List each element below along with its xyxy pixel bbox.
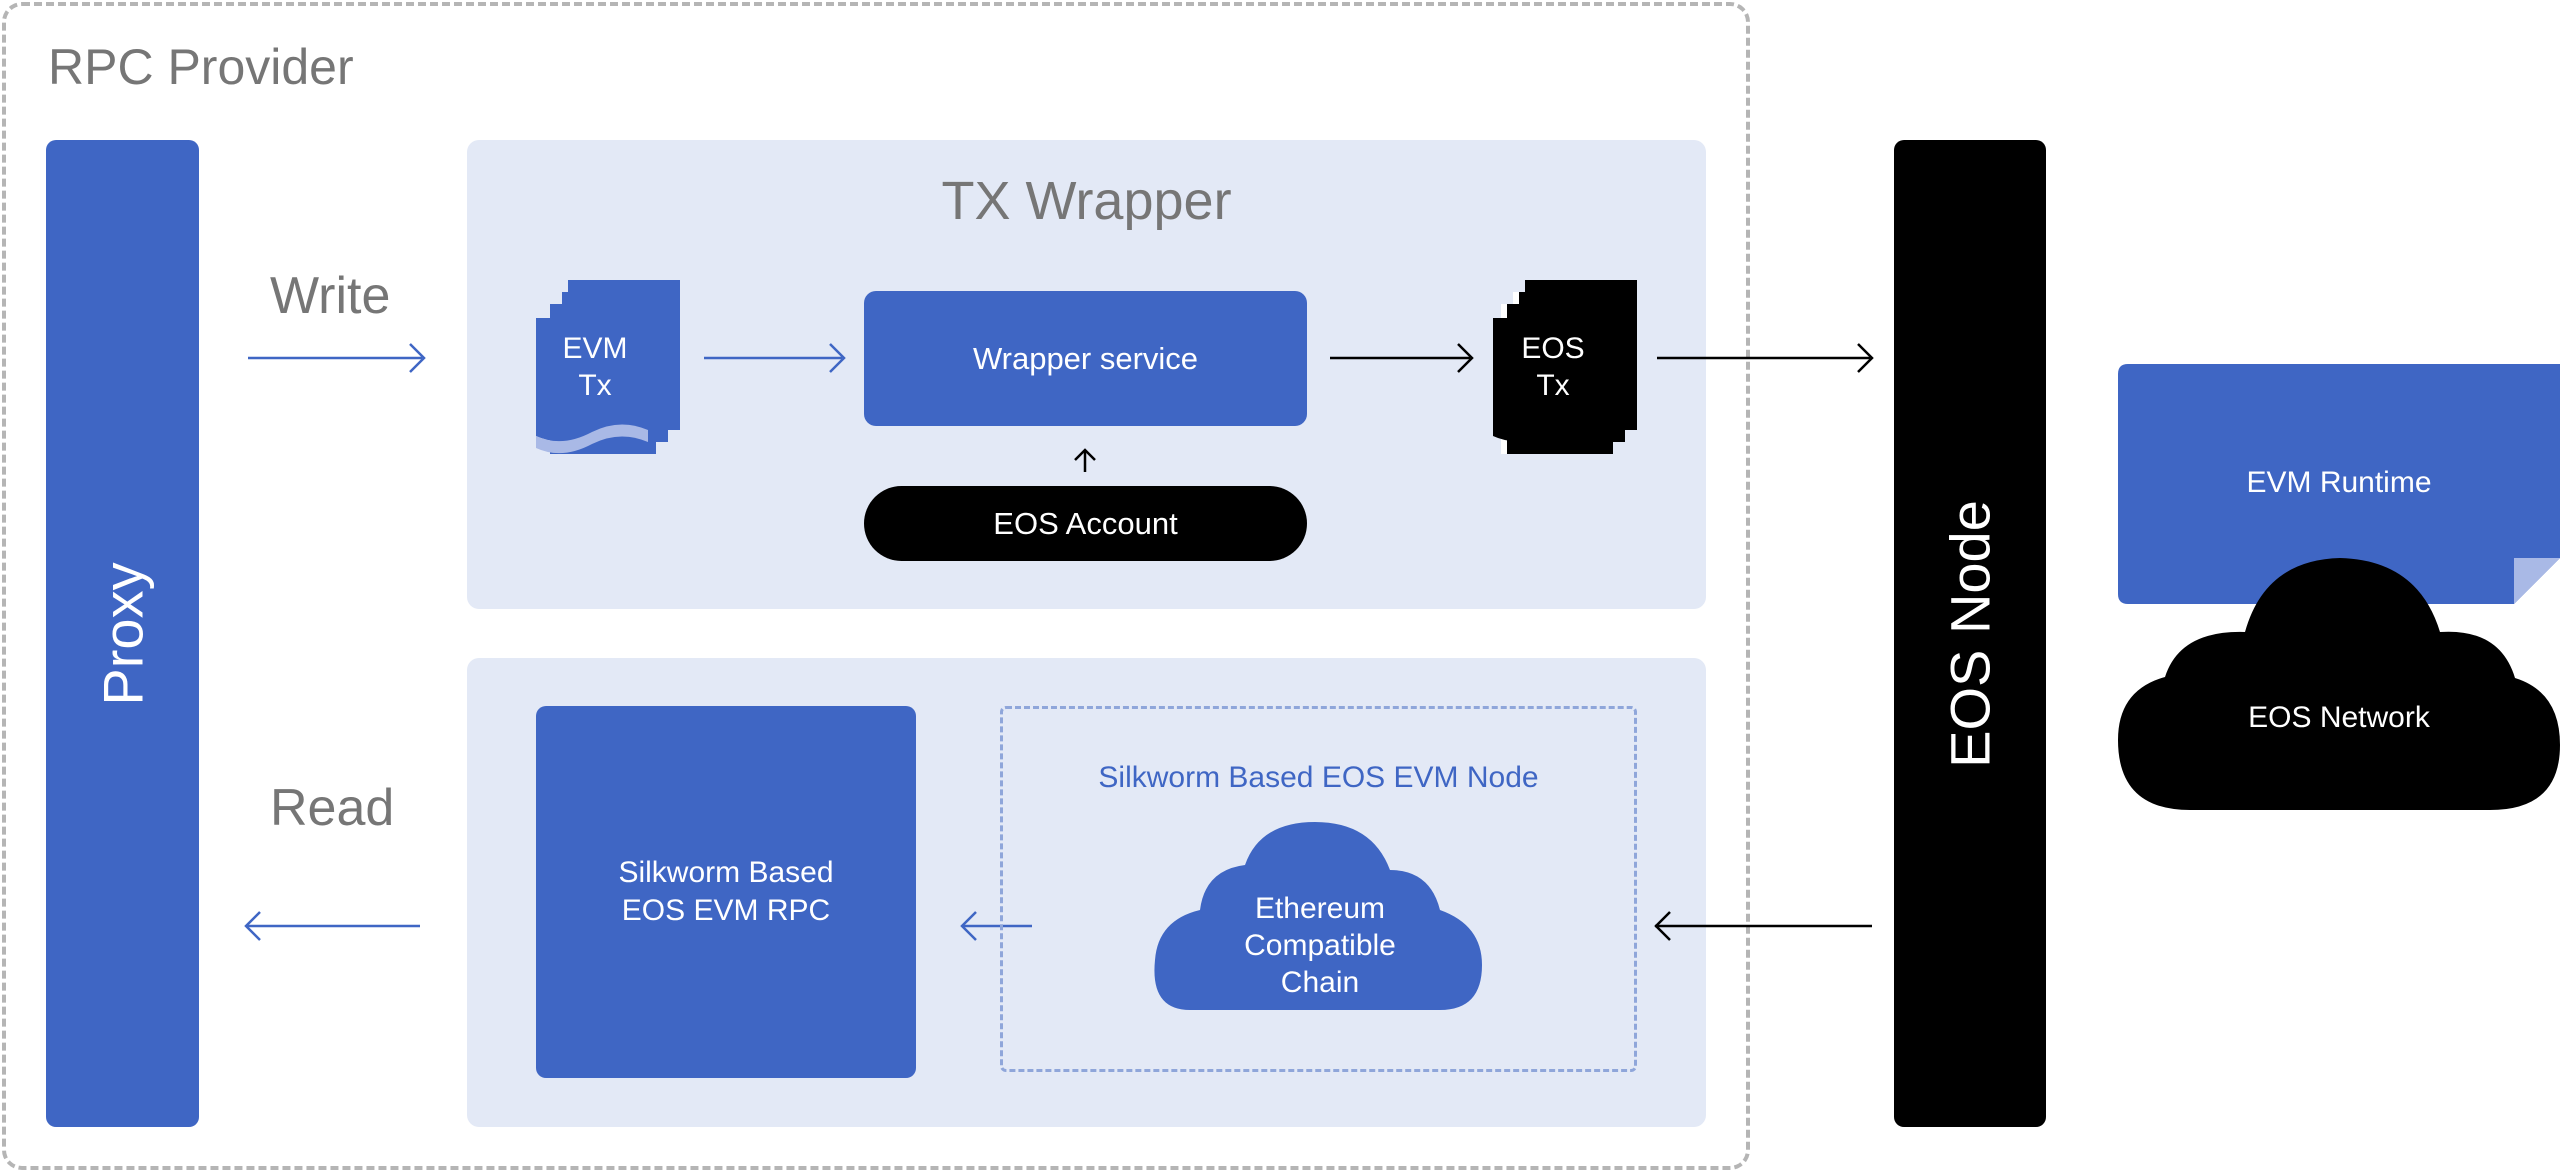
cloud-line3: Chain bbox=[1280, 966, 1360, 999]
eos-tx-document-icon bbox=[1493, 280, 1637, 454]
eos-tx-line1: EOS bbox=[1521, 332, 1585, 365]
eos-arrows bbox=[1074, 343, 1874, 941]
rpc-line1: Silkworm Based bbox=[618, 856, 834, 889]
cloud-line1: Ethereum bbox=[1254, 892, 1386, 925]
eos-network-cloud-icon bbox=[2118, 558, 2560, 810]
eos-tx-label: EOS Tx bbox=[1493, 330, 1613, 404]
evm-tx-label: EVM Tx bbox=[535, 330, 655, 404]
cloud-line2: Compatible bbox=[1244, 929, 1396, 962]
evm-tx-document-icon bbox=[536, 280, 680, 454]
read-arrows bbox=[244, 911, 1032, 941]
tx-wrapper-title: TX Wrapper bbox=[941, 171, 1232, 231]
eos-network-label: EOS Network bbox=[2248, 701, 2430, 734]
evm-tx-line1: EVM bbox=[562, 332, 628, 365]
ethereum-cloud-icon bbox=[1154, 822, 1482, 1010]
evm-runtime-label: EVM Runtime bbox=[2246, 466, 2432, 499]
eos-tx-line2: Tx bbox=[1536, 369, 1570, 402]
evm-runtime-note bbox=[2118, 364, 2560, 604]
evm-tx-line2: Tx bbox=[578, 369, 612, 402]
silkworm-node-title: Silkworm Based EOS EVM Node bbox=[1098, 761, 1539, 794]
write-label: Write bbox=[270, 267, 391, 325]
write-arrows bbox=[248, 343, 846, 373]
eos-node-label: EOS Node bbox=[1938, 499, 2002, 768]
read-label: Read bbox=[270, 779, 395, 837]
rpc-provider-container bbox=[2, 2, 1750, 1170]
wrapper-service-block[interactable]: Wrapper service bbox=[864, 291, 1307, 426]
silkworm-node-container bbox=[1000, 706, 1637, 1072]
eos-node-block[interactable]: EOS Node bbox=[1894, 140, 2046, 1127]
eos-account-block[interactable]: EOS Account bbox=[864, 486, 1307, 561]
rpc-provider-title: RPC Provider bbox=[48, 39, 354, 95]
note-fold-icon bbox=[2514, 558, 2560, 604]
proxy-block[interactable]: Proxy bbox=[46, 140, 199, 1127]
rpc-line2: EOS EVM RPC bbox=[621, 894, 831, 927]
